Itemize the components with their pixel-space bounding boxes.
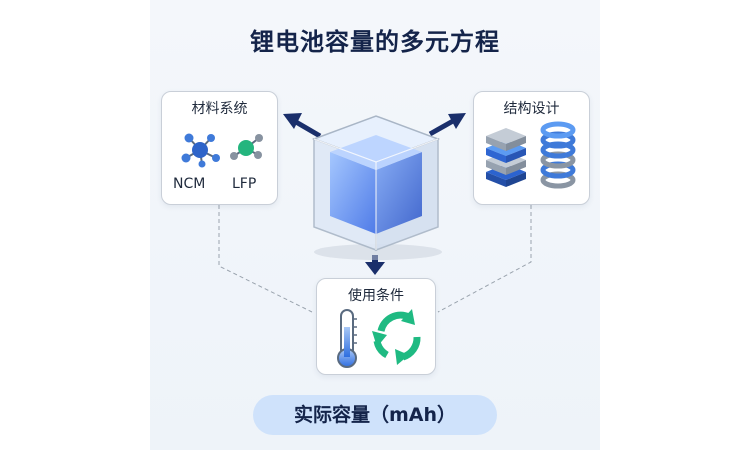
materials-box: 材料系统 [161, 91, 278, 205]
diagram-title: 锂电池容量的多元方程 [250, 28, 500, 56]
molecule-icons [181, 133, 263, 168]
conditions-box: 使用条件 [316, 278, 436, 375]
thermometer-icon [337, 309, 357, 368]
ncm-molecule-icon [181, 133, 220, 168]
result-capacity-pill: 实际容量（mAh） [253, 395, 497, 435]
structure-label: 结构设计 [503, 101, 560, 117]
layer-stack-icon [486, 128, 526, 187]
conditions-label: 使用条件 [348, 288, 404, 304]
recycle-cycle-icon [372, 309, 421, 365]
lfp-molecule-icon [230, 134, 263, 160]
central-cube [311, 115, 442, 260]
coil-spring-icon [540, 121, 576, 189]
material-ncm-label: NCM [173, 176, 206, 192]
dashed-connectors [218, 205, 532, 313]
materials-label: 材料系统 [191, 101, 248, 117]
arrow-to-structure [428, 113, 466, 137]
arrow-to-materials [283, 113, 322, 139]
condition-icons [337, 309, 421, 368]
structure-icons [486, 121, 576, 189]
structure-box: 结构设计 [473, 91, 590, 205]
material-lfp-label: LFP [232, 176, 257, 192]
